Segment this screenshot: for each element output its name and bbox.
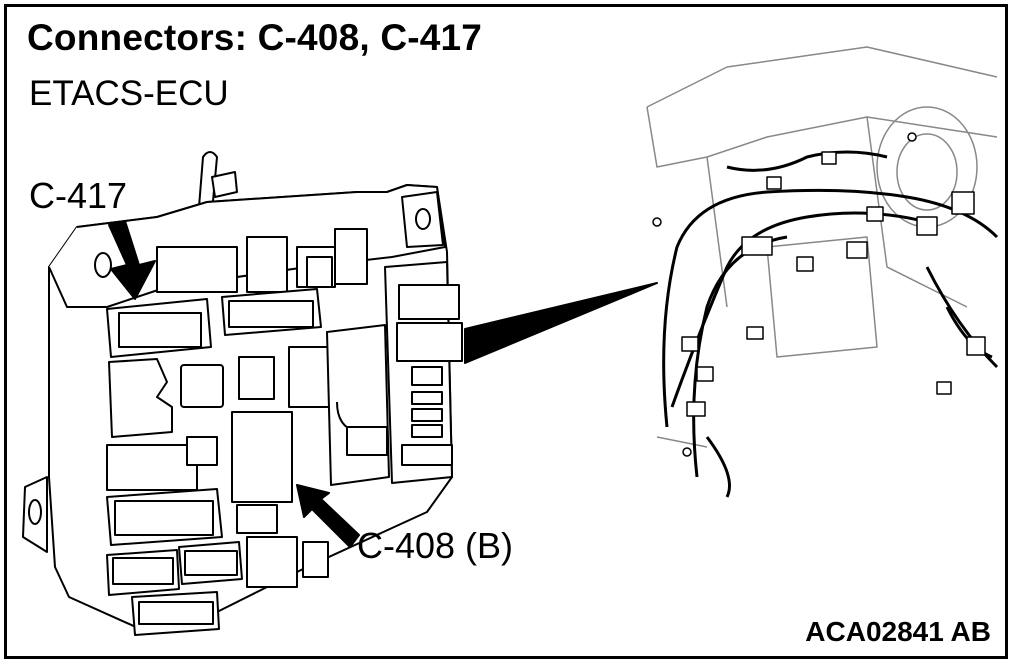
figure-id: ACA02841 AB (805, 616, 991, 647)
callout-c417-label: C-417 (29, 175, 128, 216)
location-pointer (464, 282, 658, 364)
harness-connectors (652, 132, 986, 457)
arrow-c408 (296, 484, 360, 548)
callout-c408-label: C-408 (B) (357, 525, 514, 566)
diagram-title: Connectors: C-408, C-417 (27, 17, 483, 58)
component-name: ETACS-ECU (29, 74, 229, 113)
arrow-c417 (108, 220, 156, 300)
connector-c408-b (231, 411, 293, 503)
etacs-ecu-unit (22, 151, 463, 636)
diagram-artwork (22, 46, 999, 636)
diagram-frame: Connectors: C-408, C-417 ETACS-ECU C-417… (4, 4, 1008, 659)
